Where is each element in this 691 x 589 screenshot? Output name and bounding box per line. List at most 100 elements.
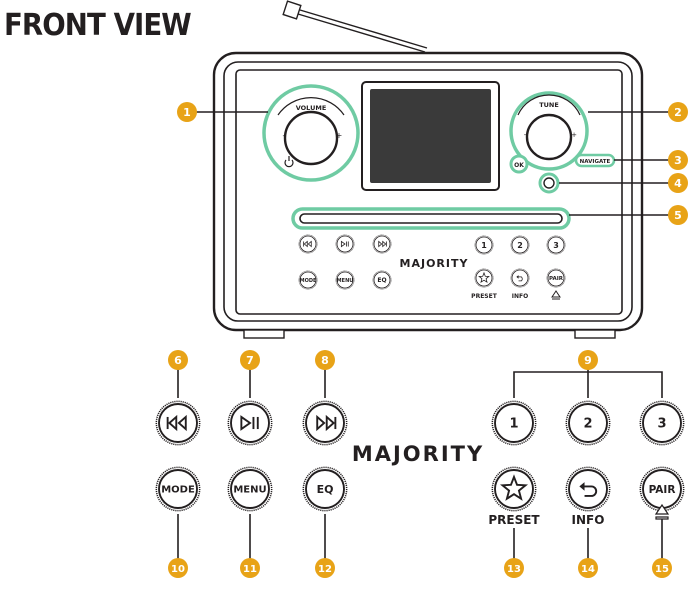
headphone-jack[interactable] (543, 177, 555, 189)
play-pause-icon (240, 415, 259, 431)
power-icon[interactable] (284, 156, 294, 168)
preset-1-button-label: 1 (509, 417, 518, 432)
callout-number: 6 (174, 354, 182, 367)
callout-9: 9 (578, 350, 598, 370)
callout-14: 14 (578, 558, 598, 578)
callout-number: 15 (655, 564, 669, 575)
brand-logo-small: MAJORITY (400, 257, 469, 270)
cd-slot[interactable] (299, 213, 563, 224)
preset-2-button[interactable]: 2 (565, 400, 611, 446)
cd-slot-group (291, 207, 571, 230)
mode-button[interactable]: MODE (155, 466, 201, 512)
info-button[interactable] (565, 466, 611, 512)
radio-preset-2-button[interactable]: 2 (510, 235, 530, 255)
star-icon (499, 474, 529, 501)
radio-preset-3-button[interactable]: 3 (546, 235, 566, 255)
radio-info-caption: INFO (512, 293, 528, 300)
info-caption: INFO (572, 513, 605, 527)
tune-knob[interactable] (525, 113, 573, 161)
radio-menu-button-label: MENU (337, 278, 354, 284)
eject-icon (654, 503, 670, 520)
eq-button[interactable]: EQ (302, 466, 348, 512)
callout-number: 7 (246, 354, 254, 367)
radio-info-button[interactable] (510, 268, 530, 288)
radio-eq-button[interactable]: EQ (372, 270, 392, 290)
brand-logo-large: MAJORITY (352, 442, 484, 466)
radio-play-pause-button[interactable] (335, 234, 355, 254)
radio-mode-button-label: MODE (300, 278, 317, 284)
pair-button-label: PAIR (649, 484, 676, 496)
preset-star-button[interactable] (491, 466, 537, 512)
callout-number: 9 (584, 354, 592, 367)
preset-3-button[interactable]: 3 (639, 400, 685, 446)
star-icon (478, 271, 490, 284)
callout-2: 2 (668, 102, 688, 122)
callout-1: 1 (177, 102, 197, 122)
radio-prev-button[interactable] (298, 234, 318, 254)
radio-preset-1-button[interactable]: 1 (474, 235, 494, 255)
ok-label: OK (514, 162, 524, 169)
ok-badge (509, 154, 529, 174)
radio-mode-button[interactable]: MODE (298, 270, 318, 290)
menu-button-label: MENU (233, 485, 266, 496)
radio-preset-2-button-label: 2 (517, 241, 523, 250)
tune-label: TUNE (539, 101, 559, 109)
volume-knob[interactable] (283, 110, 339, 166)
prev-button[interactable] (155, 400, 201, 446)
page-title: FRONT VIEW (4, 8, 192, 43)
radio-preset-star-button[interactable] (474, 268, 494, 288)
radio-preset-1-button-label: 1 (481, 241, 487, 250)
radio-menu-button[interactable]: MENU (335, 270, 355, 290)
volume-label: VOLUME (296, 104, 327, 112)
skip-forward-icon (378, 240, 387, 248)
volume-arc (277, 97, 345, 116)
preset-1-button[interactable]: 1 (491, 400, 537, 446)
callout-number: 3 (674, 154, 682, 167)
mode-button-label: MODE (161, 485, 195, 496)
callout-6: 6 (168, 350, 188, 370)
callout-15: 15 (652, 558, 672, 578)
volume-plus: + (336, 131, 343, 140)
callout-12: 12 (315, 558, 335, 578)
volume-knob-group: VOLUME - + (262, 84, 360, 182)
callout-4: 4 (668, 173, 688, 193)
tune-plus: + (571, 131, 577, 139)
callout-number: 14 (581, 564, 595, 575)
radio-preset-caption: PRESET (471, 293, 498, 300)
preset-3-button-label: 3 (657, 417, 666, 432)
radio-next-button[interactable] (372, 234, 392, 254)
tune-minus: - (524, 131, 527, 139)
callout-number: 12 (318, 564, 332, 575)
callout-number: 13 (507, 564, 521, 575)
play-pause-button[interactable] (227, 400, 273, 446)
next-button[interactable] (302, 400, 348, 446)
navigate-label: NAVIGATE (580, 159, 611, 165)
menu-button[interactable]: MENU (227, 466, 273, 512)
callout-lines (177, 111, 669, 560)
display-screen (361, 81, 500, 191)
preset-2-button-label: 2 (583, 417, 592, 432)
callout-11: 11 (240, 558, 260, 578)
callout-8: 8 (315, 350, 335, 370)
skip-forward-icon (316, 414, 337, 432)
volume-minus: - (283, 131, 286, 140)
callout-number: 4 (674, 177, 682, 190)
back-arrow-icon (516, 275, 523, 282)
callout-number: 8 (321, 354, 329, 367)
callout-3: 3 (668, 150, 688, 170)
radio-pair-button[interactable]: PAIR (546, 268, 566, 288)
pair-button[interactable]: PAIR (639, 466, 685, 512)
callout-number: 5 (674, 209, 682, 222)
preset-caption: PRESET (488, 513, 540, 527)
tune-knob-group: TUNE - + OK NAVIGATE (509, 91, 616, 194)
skip-back-icon (303, 240, 312, 248)
tune-arc (517, 94, 581, 116)
callout-number: 10 (171, 564, 185, 575)
skip-back-icon (166, 414, 187, 432)
callout-5: 5 (668, 205, 688, 225)
